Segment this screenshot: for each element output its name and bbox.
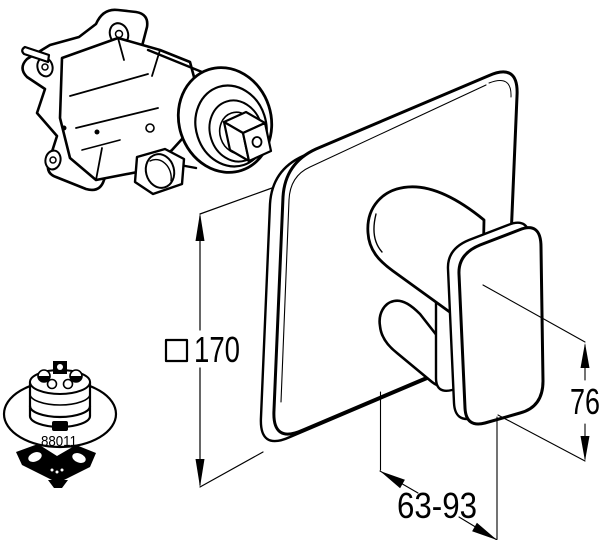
flange-dot <box>55 470 59 474</box>
handle-arm-contour <box>373 213 383 253</box>
hex-fitting-face <box>144 153 176 189</box>
hex-fitting-detail <box>149 158 172 182</box>
bracket-hole-inner <box>49 156 57 164</box>
spindle-screw-hole <box>251 136 263 148</box>
valve-body-detail <box>95 147 103 181</box>
plate-corner-contour <box>488 80 512 98</box>
depth-range-label: 63-93 <box>397 485 477 526</box>
bracket-hole <box>44 149 62 171</box>
flange-hole <box>72 453 86 463</box>
bracket-hole-inner <box>41 63 49 71</box>
handle-height-label: 76 <box>570 381 600 422</box>
cartridge-foot <box>52 421 68 431</box>
valve-body-port <box>145 123 155 133</box>
cartridge-band <box>29 393 91 406</box>
cartridge-port-shade <box>70 376 82 382</box>
square-symbol-icon <box>164 338 189 363</box>
valve-body-mark <box>61 125 67 131</box>
dimension-depth-range: 63-93 <box>379 391 498 540</box>
cartridge-part-number-label: 88011 <box>41 433 77 450</box>
arrow-up-icon <box>195 213 205 241</box>
plate-inner-contour <box>280 84 487 403</box>
arrow-down-right-icon <box>472 522 497 540</box>
cartridge-port <box>62 378 74 390</box>
valve-body-mark <box>94 129 100 135</box>
leader-line <box>199 187 273 215</box>
dimension-plate-size: 170 <box>164 213 240 487</box>
flange-hole <box>28 452 42 462</box>
cartridge-port <box>46 378 58 390</box>
handle-cap-front <box>457 226 545 426</box>
lever-handle-drawing <box>366 185 545 426</box>
arrow-up-icon <box>580 343 590 368</box>
bracket-pin <box>21 45 51 64</box>
leader-line <box>497 414 586 462</box>
cartridge-cylinder-top <box>146 48 204 74</box>
leader-line <box>482 284 586 343</box>
plate-size-label: 170 <box>194 329 240 370</box>
valve-body-detail <box>69 73 149 97</box>
cartridge-stem-hole <box>57 364 63 370</box>
flange-dot <box>60 468 64 472</box>
cartridge-port-shade <box>38 376 50 382</box>
valve-body-detail <box>81 139 121 151</box>
cartridge-side <box>28 380 92 418</box>
cartridge-callout: 88011 <box>2 361 118 488</box>
flange-dot <box>50 468 54 472</box>
valve-body-detail <box>117 37 125 61</box>
valve-body-detail <box>75 107 159 129</box>
arrow-down-icon <box>580 436 590 461</box>
flange-foot <box>48 480 68 488</box>
valve-body-drawing <box>21 8 274 196</box>
dimension-handle-height: 76 <box>482 284 600 462</box>
dimension-plate-size-leaders <box>199 187 273 488</box>
leader-line <box>199 451 264 488</box>
arrow-up-left-icon <box>380 471 405 489</box>
cartridge-band <box>28 404 92 419</box>
arrow-down-icon <box>195 459 205 487</box>
